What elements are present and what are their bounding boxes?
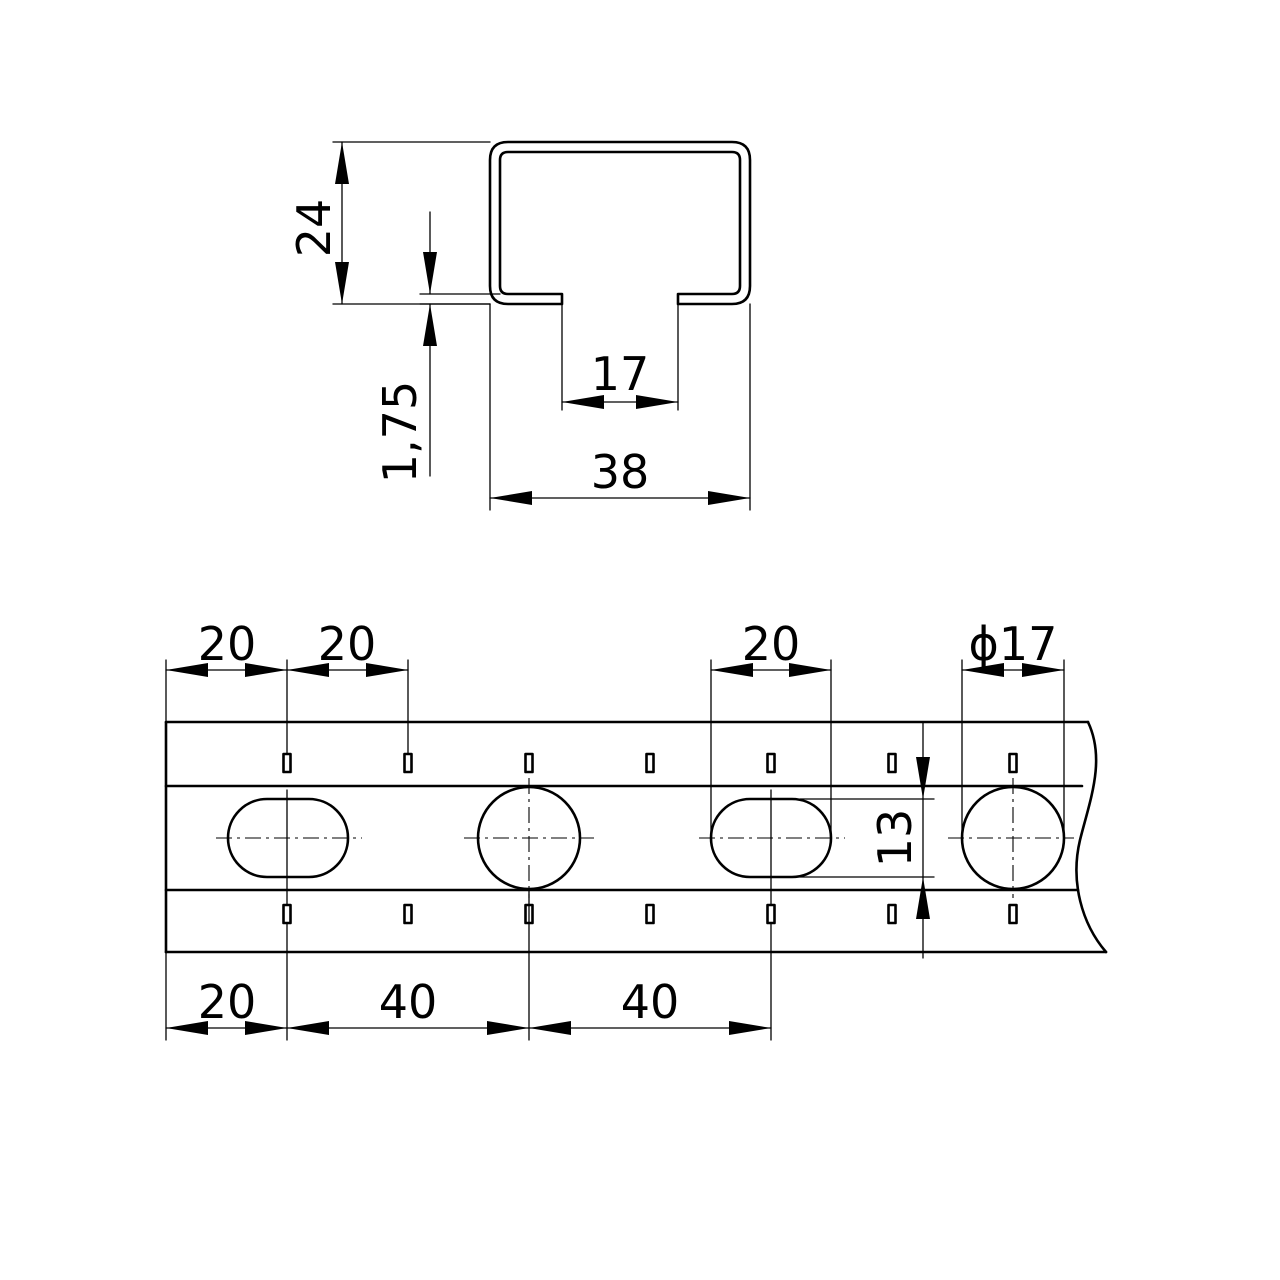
small-slot (524, 752, 534, 774)
top-pitch-label: 20 (318, 617, 377, 671)
slot-height-label: 13 (868, 809, 922, 868)
slot-length-dimension: 20 (710, 617, 832, 677)
rail-extension-lines (165, 659, 1065, 1041)
small-slot (766, 752, 776, 774)
rail-break-line (1075, 720, 1108, 954)
center-lines (216, 778, 1074, 898)
hole-diameter-label: ϕ17 (969, 617, 1058, 671)
small-slot (403, 752, 413, 774)
profile-outer-outline (488, 140, 752, 306)
bottom-offset-label: 20 (198, 975, 257, 1029)
rail-front-view (164, 720, 1108, 954)
slot-height-dimension: 13 (799, 721, 935, 959)
bottom-pitch-2-dimension: 40 (528, 975, 772, 1035)
small-slot (766, 903, 776, 925)
profile-width-dimension: 38 (489, 303, 751, 511)
profile-height-dimension: 24 (287, 141, 491, 305)
small-slot (1008, 752, 1018, 774)
small-slot (887, 752, 897, 774)
profile-cross-section (488, 140, 752, 306)
profile-thickness-label: 1,75 (373, 381, 427, 483)
small-slot (403, 903, 413, 925)
hole-diameter-dimension: ϕ17 (961, 617, 1065, 677)
small-slot (282, 903, 292, 925)
small-slot (282, 752, 292, 774)
small-slot (1008, 903, 1018, 925)
bottom-small-slots (282, 903, 1018, 925)
profile-slot-label: 17 (591, 347, 650, 401)
top-offset-dimension: 20 (165, 617, 288, 677)
bottom-pitch-1-label: 40 (379, 975, 438, 1029)
top-offset-label: 20 (198, 617, 257, 671)
small-slot (887, 903, 897, 925)
small-slot (645, 752, 655, 774)
bottom-offset-dimension: 20 (165, 975, 288, 1035)
profile-height-label: 24 (287, 199, 341, 258)
bottom-pitch-2-label: 40 (621, 975, 680, 1029)
top-small-slots (282, 752, 1018, 774)
top-pitch-dimension: 20 (286, 617, 409, 677)
slot-length-label: 20 (742, 617, 801, 671)
profile-thickness-dimension: 1,75 (373, 211, 501, 483)
small-slot (645, 903, 655, 925)
profile-width-label: 38 (591, 445, 650, 499)
profile-slot-dimension: 17 (561, 303, 679, 411)
bottom-pitch-1-dimension: 40 (286, 975, 530, 1035)
